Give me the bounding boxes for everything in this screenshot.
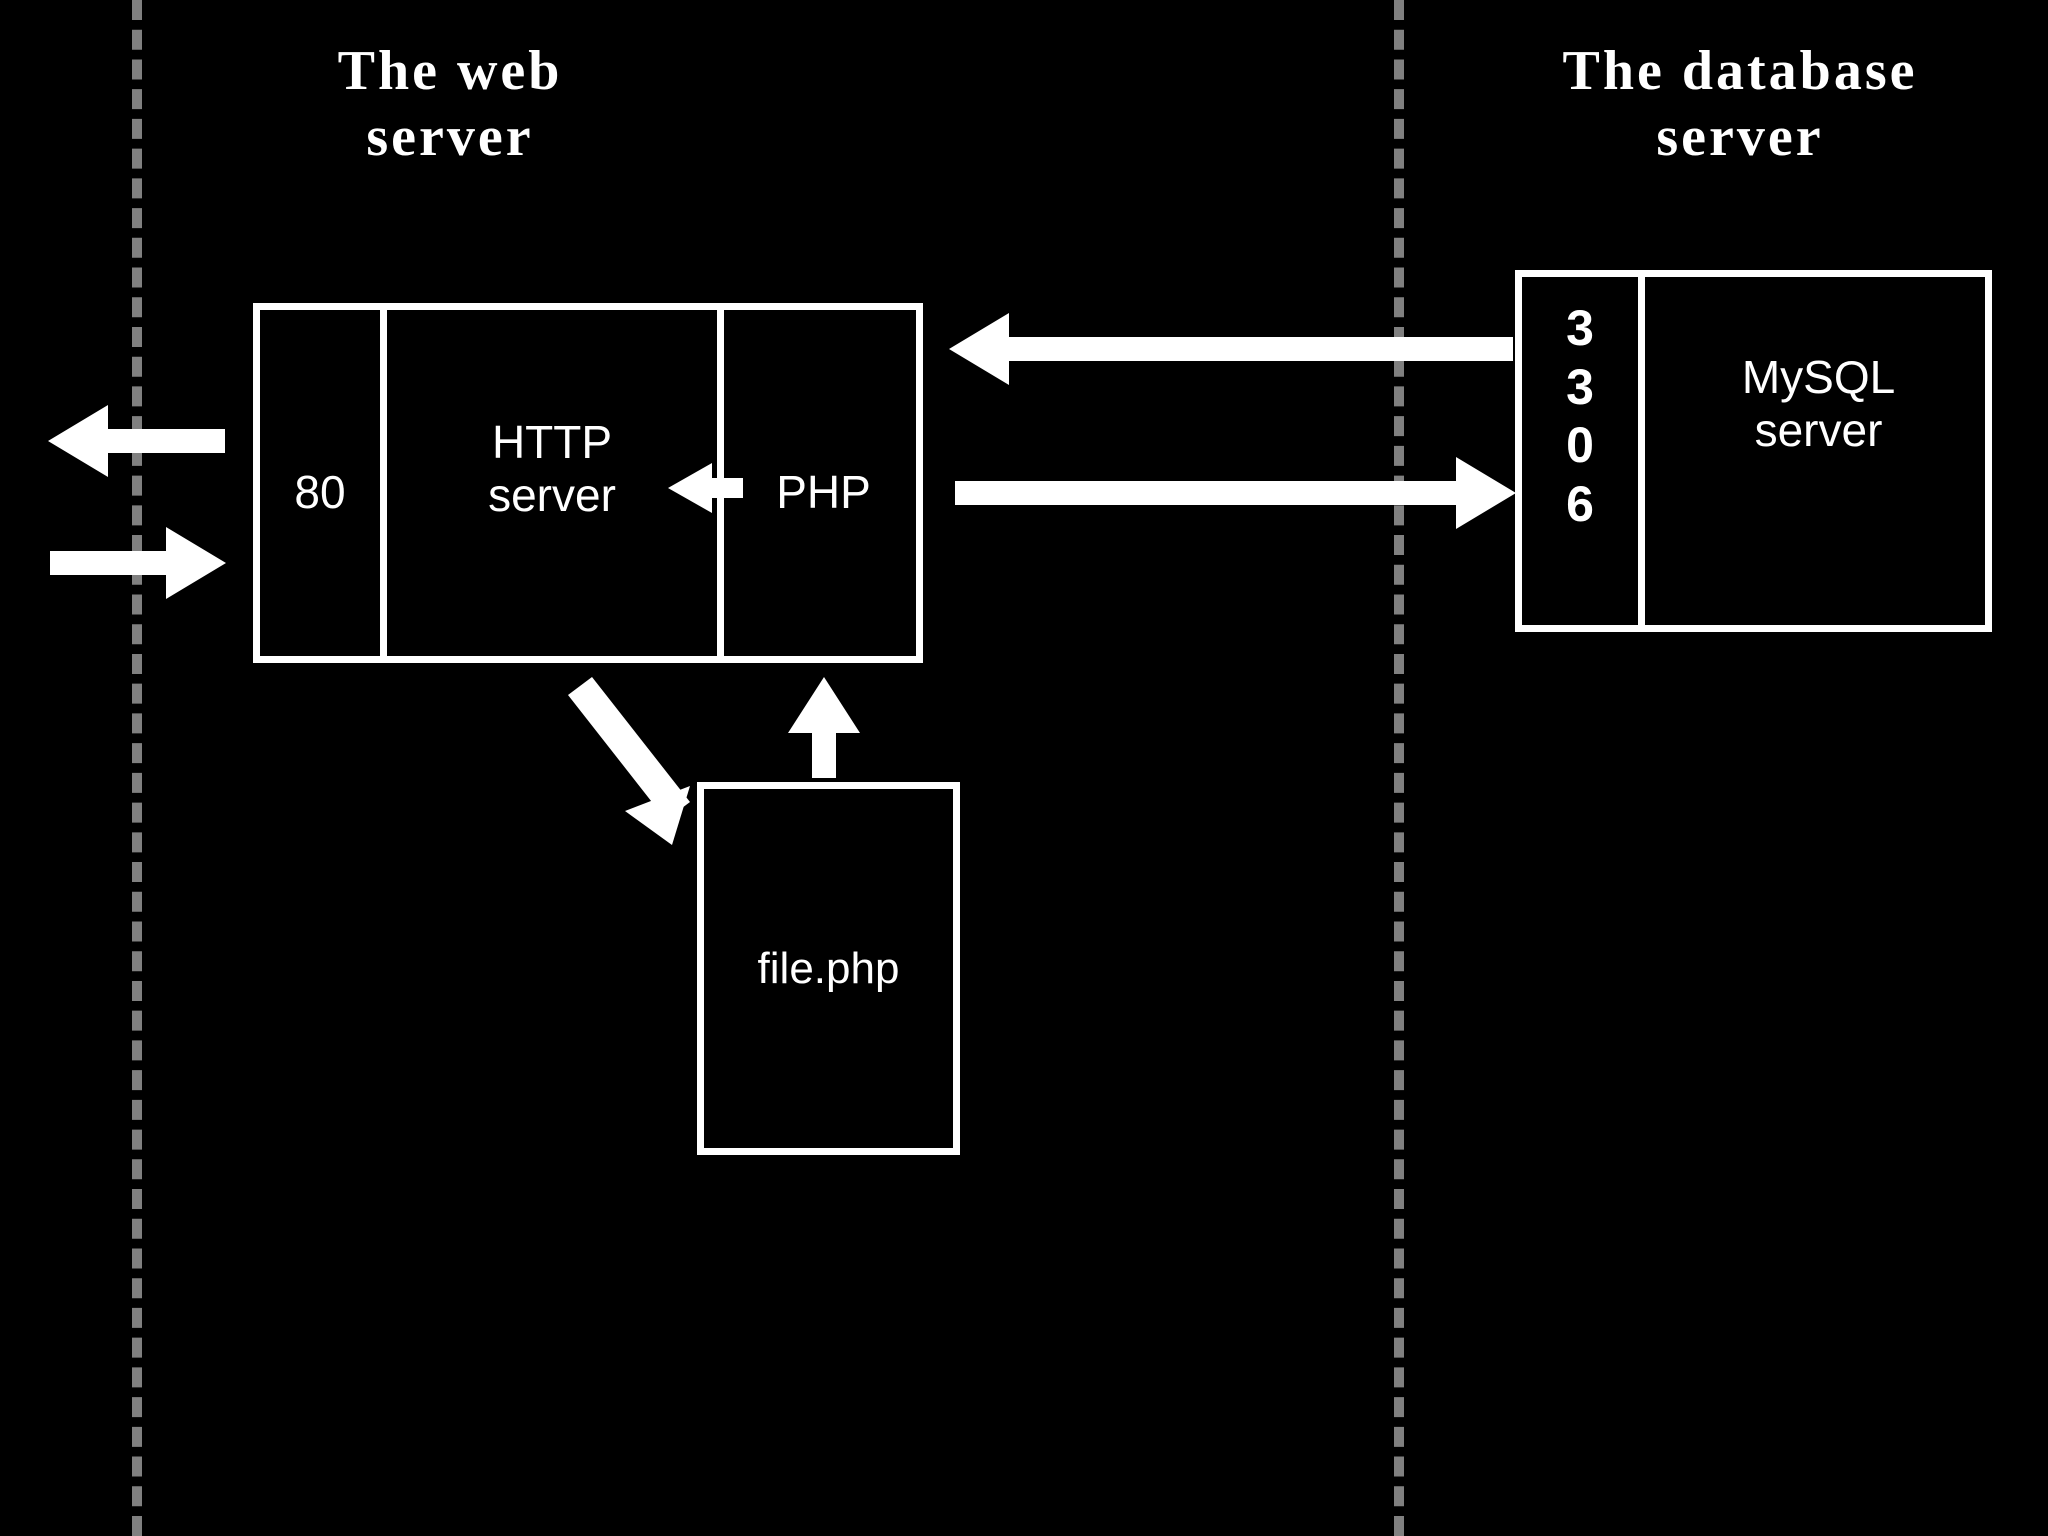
mysql-server-label: MySQL server <box>1741 351 1896 456</box>
boundary-line-client-webserver <box>132 0 142 1536</box>
file-php-box: file.php <box>697 782 960 1155</box>
file-php-label: file.php <box>757 944 900 993</box>
arrow-file-to-file-php-up <box>788 677 860 778</box>
boundary-line-webserver-database <box>1394 0 1404 1536</box>
http-server-label: HTTP server <box>488 416 616 521</box>
box-divider-db-port <box>1638 277 1645 625</box>
php-label: PHP <box>776 466 871 518</box>
arrow-db-query-out <box>955 457 1516 529</box>
web-server-box: 80 HTTP server PHP <box>253 303 923 663</box>
section-title-database-server: The database server <box>1562 40 1918 169</box>
box-divider-php <box>717 310 724 656</box>
arrow-http-server-to-file <box>568 677 690 845</box>
port-80-label: 80 <box>294 466 346 518</box>
database-server-box: 3 3 0 6 MySQL server <box>1515 270 1992 632</box>
port-3306-label: 3 3 0 6 <box>1566 300 1594 532</box>
box-divider-port <box>380 310 387 656</box>
section-title-web-server: The web server <box>337 40 563 169</box>
arrow-db-response-in <box>949 313 1513 385</box>
